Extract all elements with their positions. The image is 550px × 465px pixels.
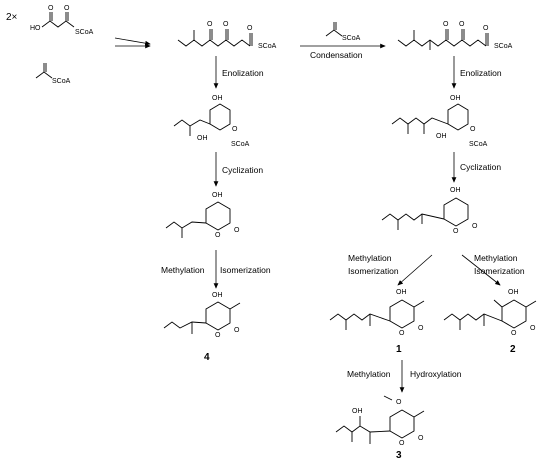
left-enol-intermediate: OH OH O SCoA [173, 95, 250, 148]
label-cyclization-right: Cyclization [460, 162, 501, 172]
o-label: O [418, 435, 424, 442]
o-label: O [64, 5, 70, 12]
o-label: O [223, 21, 229, 28]
label-enolization-left: Enolization [222, 68, 264, 78]
scoa-label: SCoA [342, 35, 361, 42]
scoa-label: SCoA [75, 29, 94, 36]
scoa-label: SCoA [258, 43, 277, 50]
o-label: O [234, 227, 240, 234]
scoa-label: SCoA [52, 78, 71, 85]
condensation-acetyl-coa: SCoA [325, 22, 361, 42]
o-label: O [418, 325, 424, 332]
o-label: O [399, 440, 405, 447]
oh-label: OH [450, 187, 461, 194]
oh-label: OH [450, 95, 461, 102]
label-isomerization-to-1: Isomerization [348, 266, 399, 276]
scoa-label: SCoA [494, 43, 513, 50]
right-tetraketide-structure: O O O SCoA [397, 21, 513, 50]
label-enolization-right: Enolization [460, 68, 502, 78]
oh-label: OH [212, 192, 223, 199]
label-methylation-to-2: Methylation [474, 253, 518, 263]
o-label: O [48, 5, 54, 12]
acetyl-coa-structure: SCoA [35, 63, 71, 85]
o-label: O [470, 126, 476, 133]
ho-label: HO [30, 25, 41, 32]
stoichiometry-label: 2× [6, 12, 18, 23]
compound-number-1: 1 [396, 344, 402, 355]
o-label: O [232, 126, 238, 133]
label-cyclization-left: Cyclization [222, 165, 263, 175]
o-label: O [511, 330, 517, 337]
left-triketide-structure: O O O SCoA [177, 21, 277, 50]
right-enol-intermediate: OH OH O SCoA [391, 95, 488, 148]
compound-2-structure: OH O O [443, 289, 537, 337]
compound-3-structure: O O O OH [335, 395, 425, 447]
o-label: O [443, 21, 449, 28]
compound-4-structure: OH O O [163, 292, 241, 339]
compound-1-structure: OH O O [329, 289, 425, 337]
compound-number-2: 2 [510, 344, 516, 355]
o-label: O [530, 325, 536, 332]
label-isomerization-left: Isomerization [220, 265, 271, 275]
oh-label: OH [352, 408, 363, 415]
left-pyrone-intermediate: OH O O [165, 192, 240, 239]
oh-label: OH [212, 292, 223, 299]
arrow-elongation-1 [114, 37, 151, 46]
label-hydroxylation-to-3: Hydroxylation [410, 369, 462, 379]
label-methylation-left: Methylation [161, 265, 205, 275]
label-methylation-to-3: Methylation [347, 369, 391, 379]
oh-label: OH [212, 95, 223, 102]
label-isomerization-to-2: Isomerization [474, 266, 525, 276]
starter-units: 2× HO O O SCoA SCoA [6, 5, 151, 85]
label-methylation-to-1: Methylation [348, 253, 392, 263]
right-pyrone-intermediate: OH O O [381, 187, 478, 235]
oh-label: OH [508, 289, 519, 296]
compound-number-3: 3 [396, 450, 402, 461]
scoa-label: SCoA [469, 141, 488, 148]
o-label: O [483, 25, 489, 32]
o-label: O [472, 223, 478, 230]
o-label: O [207, 21, 213, 28]
o-label: O [459, 21, 465, 28]
arrow-to-compound-1 [397, 254, 433, 286]
o-label: O [215, 332, 221, 339]
o-label: O [453, 228, 459, 235]
scoa-label: SCoA [231, 141, 250, 148]
o-label: O [234, 327, 240, 334]
o-label: O [215, 232, 221, 239]
oh-label: OH [436, 133, 447, 140]
compound-number-4: 4 [204, 352, 210, 363]
oh-label: OH [197, 135, 208, 142]
malonyl-coa-structure: HO O O SCoA [30, 5, 94, 36]
arrow-to-compound-2 [461, 254, 501, 286]
o-label: O [247, 25, 253, 32]
o-label: O [396, 399, 402, 406]
label-condensation: Condensation [310, 50, 363, 60]
oh-label: OH [396, 289, 407, 296]
o-label: O [399, 330, 405, 337]
